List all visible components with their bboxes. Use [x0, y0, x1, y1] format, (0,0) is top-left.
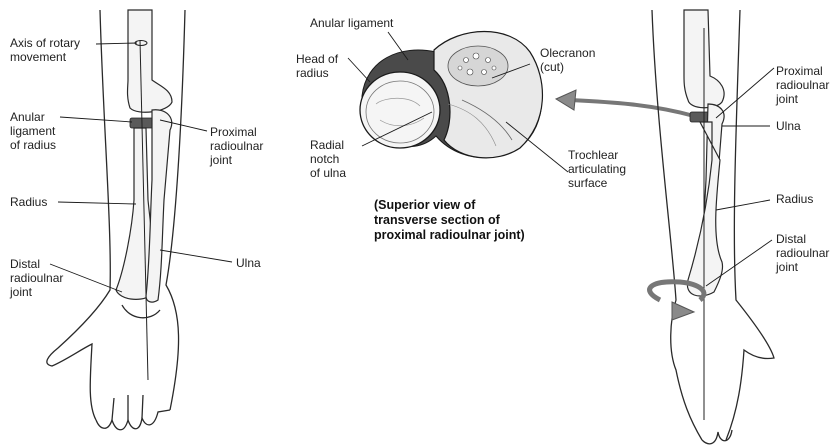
- label-radius-left: Radius: [10, 195, 47, 209]
- label-olecranon-cut: Olecranon (cut): [540, 46, 595, 74]
- label-proximal-radioulnar-joint-right: Proximal radioulnar joint: [776, 64, 829, 106]
- caption-superior-view: (Superior view of transverse section of …: [374, 198, 525, 243]
- label-trochlear-articulating-surface: Trochlear articulating surface: [568, 148, 626, 190]
- left-forearm-illustration: [47, 10, 185, 430]
- pointer-arrow: [556, 90, 694, 116]
- label-radius-right: Radius: [776, 192, 813, 206]
- label-axis-of-rotary-movement: Axis of rotary movement: [10, 36, 80, 64]
- label-ulna-right: Ulna: [776, 119, 801, 133]
- superior-section-illustration: [360, 32, 542, 158]
- label-anular-ligament-of-radius: Anular ligament of radius: [10, 110, 56, 152]
- label-distal-radioulnar-joint-left: Distal radioulnar joint: [10, 257, 63, 299]
- label-proximal-radioulnar-joint-left: Proximal radioulnar joint: [210, 125, 263, 167]
- label-ulna-left: Ulna: [236, 256, 261, 270]
- right-forearm-illustration: [650, 10, 774, 444]
- label-head-of-radius: Head of radius: [296, 52, 338, 80]
- label-distal-radioulnar-joint-right: Distal radioulnar joint: [776, 232, 829, 274]
- label-anular-ligament: Anular ligament: [310, 16, 393, 30]
- label-radial-notch-of-ulna: Radial notch of ulna: [310, 138, 346, 180]
